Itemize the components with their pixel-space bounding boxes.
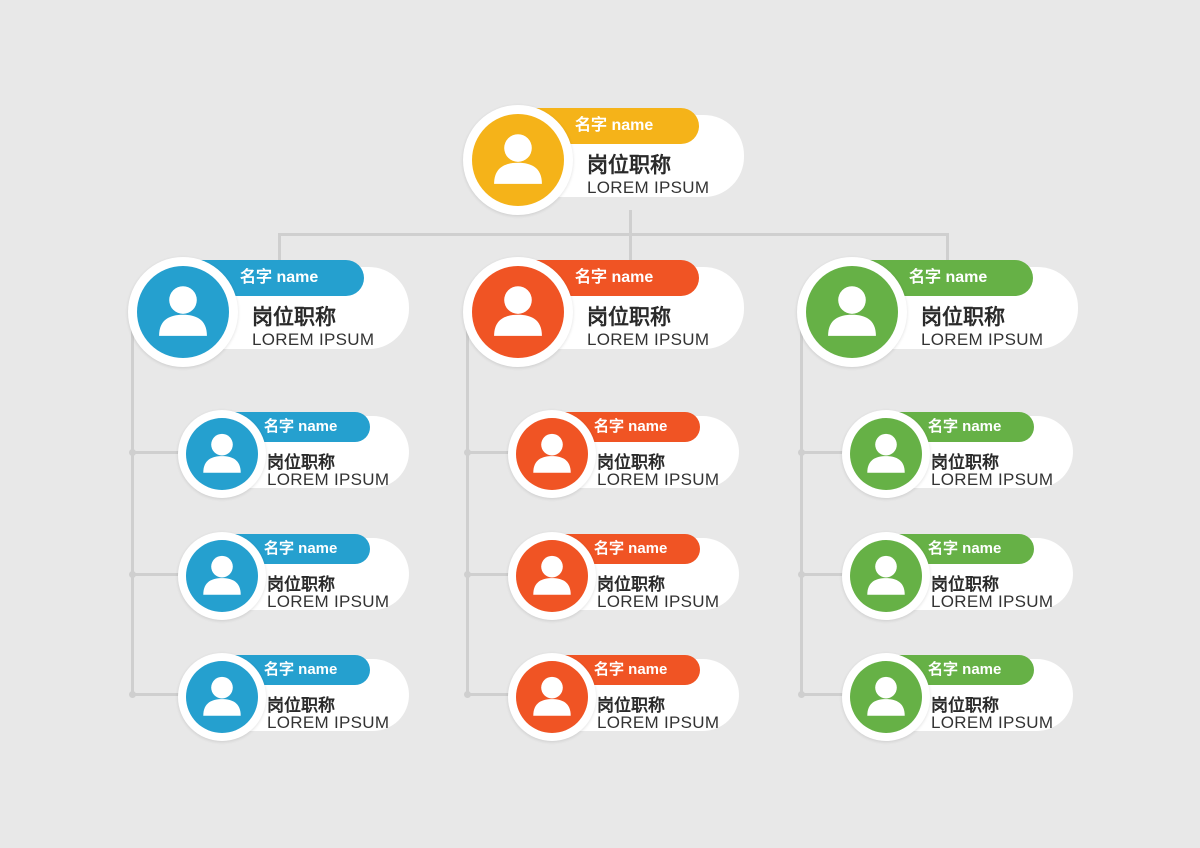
job-title: 岗位职称 <box>267 575 335 594</box>
junction-dot <box>464 571 471 578</box>
elbow-line <box>800 693 845 696</box>
root-stem-line <box>629 210 632 236</box>
job-subtitle: LOREM IPSUM <box>267 592 390 611</box>
elbow-line <box>800 451 845 454</box>
job-title: 岗位职称 <box>597 453 665 472</box>
person-icon <box>186 661 258 733</box>
name-tag: 名字 name <box>558 655 700 685</box>
job-title: 岗位职称 <box>931 575 999 594</box>
person-icon <box>516 418 588 490</box>
elbow-line <box>800 573 845 576</box>
person-icon <box>516 540 588 612</box>
branch-drop-line-3 <box>946 233 949 261</box>
junction-dot <box>129 571 136 578</box>
elbow-line <box>131 693 181 696</box>
job-subtitle: LOREM IPSUM <box>597 470 720 489</box>
job-subtitle: LOREM IPSUM <box>587 178 710 197</box>
branch-bus-line <box>278 233 949 236</box>
job-subtitle: LOREM IPSUM <box>597 592 720 611</box>
elbow-line <box>466 573 511 576</box>
branch-drop-line-1 <box>278 233 281 261</box>
job-title: 岗位职称 <box>921 306 1005 329</box>
person-icon <box>516 661 588 733</box>
junction-dot <box>464 449 471 456</box>
job-subtitle: LOREM IPSUM <box>267 470 390 489</box>
junction-dot <box>798 449 805 456</box>
junction-dot <box>129 449 136 456</box>
elbow-line <box>131 451 181 454</box>
person-icon <box>806 266 898 358</box>
job-subtitle: LOREM IPSUM <box>597 713 720 732</box>
junction-dot <box>129 691 136 698</box>
elbow-line <box>466 451 511 454</box>
spine-line-1 <box>131 316 134 696</box>
elbow-line <box>466 693 511 696</box>
person-icon <box>137 266 229 358</box>
job-subtitle: LOREM IPSUM <box>921 330 1044 349</box>
job-subtitle: LOREM IPSUM <box>587 330 710 349</box>
job-title: 岗位职称 <box>587 154 671 177</box>
person-icon <box>186 540 258 612</box>
job-subtitle: LOREM IPSUM <box>931 713 1054 732</box>
person-icon <box>472 114 564 206</box>
job-title: 岗位职称 <box>252 306 336 329</box>
job-subtitle: LOREM IPSUM <box>252 330 375 349</box>
spine-line-2 <box>466 316 469 696</box>
name-tag: 名字 name <box>228 412 370 442</box>
job-subtitle: LOREM IPSUM <box>931 592 1054 611</box>
person-icon <box>472 266 564 358</box>
person-icon <box>850 661 922 733</box>
job-title: 岗位职称 <box>931 453 999 472</box>
job-title: 岗位职称 <box>587 306 671 329</box>
job-title: 岗位职称 <box>931 696 999 715</box>
job-subtitle: LOREM IPSUM <box>931 470 1054 489</box>
elbow-line <box>131 573 181 576</box>
job-subtitle: LOREM IPSUM <box>267 713 390 732</box>
job-title: 岗位职称 <box>597 696 665 715</box>
branch-drop-line-2 <box>629 233 632 261</box>
person-icon <box>850 418 922 490</box>
job-title: 岗位职称 <box>597 575 665 594</box>
job-title: 岗位职称 <box>267 453 335 472</box>
person-icon <box>850 540 922 612</box>
junction-dot <box>464 691 471 698</box>
junction-dot <box>798 691 805 698</box>
junction-dot <box>798 571 805 578</box>
job-title: 岗位职称 <box>267 696 335 715</box>
spine-line-3 <box>800 316 803 696</box>
person-icon <box>186 418 258 490</box>
